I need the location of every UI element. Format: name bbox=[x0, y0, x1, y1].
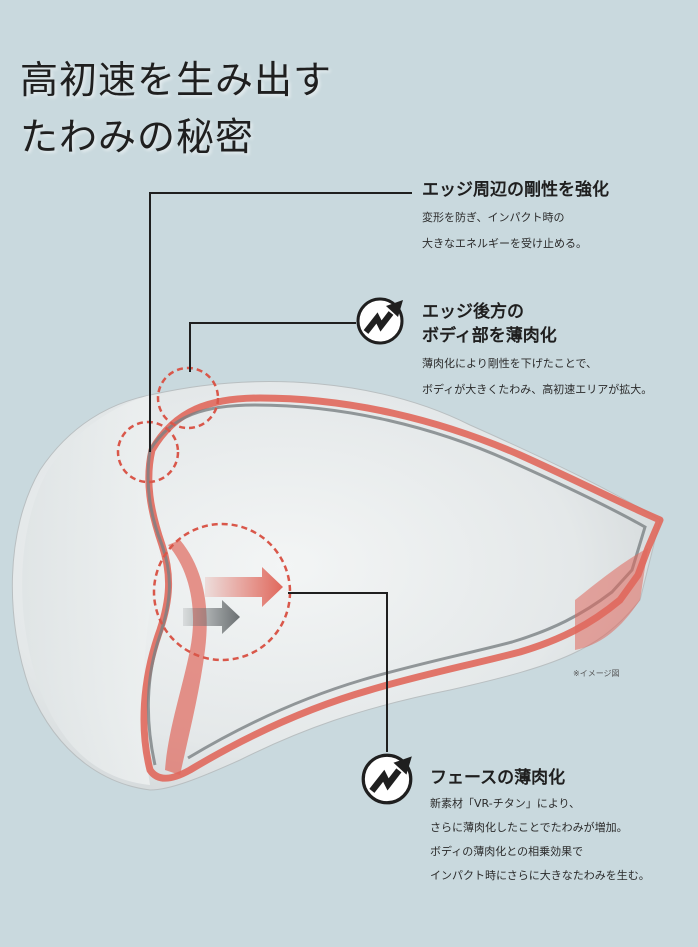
callout-text-line: 新素材「VR-チタン」により、 bbox=[430, 797, 581, 810]
inner-face-line bbox=[146, 449, 171, 766]
rear-section bbox=[575, 548, 648, 650]
inner-outline bbox=[148, 403, 647, 760]
callout-heading: フェースの薄肉化 bbox=[430, 768, 566, 788]
title-line-1: 高初速を生み出す bbox=[20, 58, 333, 102]
callout-heading: エッジ後方の bbox=[422, 302, 524, 322]
edge-highlight-circle-left bbox=[116, 420, 180, 484]
callout-text-line: ボディの薄肉化との相乗効果で bbox=[430, 845, 584, 858]
callout-heading: ボディ部を薄肉化 bbox=[422, 326, 557, 346]
callout-edge-rigidity: エッジ周辺の剛性を強化 変形を防ぎ、インパクト時の 大きなエネルギーを受け止める… bbox=[422, 178, 609, 254]
flex-arrow-grey bbox=[183, 600, 240, 634]
callout-text-line: さらに薄肉化したことでたわみが増加。 bbox=[430, 821, 628, 834]
callout-text-line: インパクト時にさらに大きなたわみを生む。 bbox=[430, 869, 650, 882]
callout-text-line: 大きなエネルギーを受け止める。 bbox=[422, 237, 587, 250]
leader-line-2 bbox=[189, 322, 356, 372]
title-line-2: たわみの秘密 bbox=[20, 115, 255, 159]
image-note: ※イメージ図 bbox=[573, 669, 620, 678]
club-head-shell bbox=[11, 381, 661, 791]
callout-body-thinning: エッジ後方の ボディ部を薄肉化 薄肉化により剛性を下げたことで、 ボディが大きく… bbox=[422, 300, 652, 400]
cross-section-band bbox=[140, 394, 664, 782]
page-title: 高初速を生み出す たわみの秘密 bbox=[20, 52, 332, 166]
callout-text-line: ボディが大きくたわみ、高初速エリアが拡大。 bbox=[422, 383, 653, 396]
leader-line-3 bbox=[288, 592, 388, 752]
leader-line-1 bbox=[149, 192, 412, 452]
callout-heading: エッジ周辺の剛性を強化 bbox=[422, 180, 609, 200]
face-surface bbox=[22, 395, 160, 785]
flex-arrow-icon bbox=[356, 297, 404, 345]
callout-face-thinning: フェースの薄肉化 新素材「VR-チタン」により、 さらに薄肉化したことでたわみが… bbox=[430, 766, 650, 886]
callout-text-line: 薄肉化により剛性を下げたことで、 bbox=[422, 357, 598, 370]
flex-arrow-icon bbox=[361, 753, 413, 805]
callout-text-line: 変形を防ぎ、インパクト時の bbox=[422, 211, 565, 224]
face-section bbox=[165, 540, 207, 775]
flex-arrow-red bbox=[205, 567, 283, 607]
edge-highlight-circle-upper bbox=[156, 366, 220, 430]
